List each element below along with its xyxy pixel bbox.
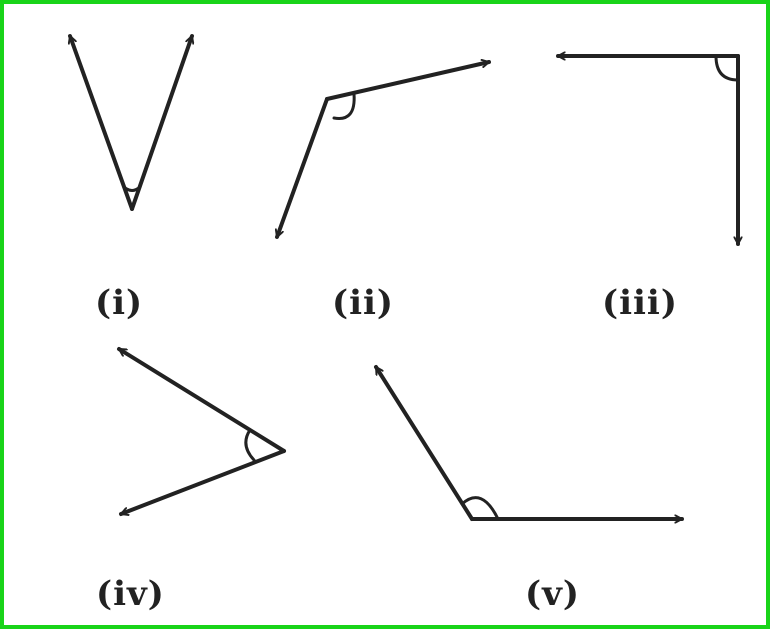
angle-i-ray-right (130, 34, 192, 211)
label-iii: (iii) (602, 283, 678, 323)
angle-iv-ray-down (119, 449, 286, 514)
angle-ii-ray-right (325, 62, 491, 101)
angle-iv-arc (244, 428, 256, 462)
angle-ii-ray-down (277, 97, 329, 239)
label-i: (i) (95, 283, 144, 323)
angle-iii (556, 54, 740, 246)
label-ii: (ii) (332, 283, 395, 323)
angle-i-arc (122, 185, 142, 192)
angles-figure (4, 34, 770, 633)
angle-ii (277, 62, 491, 239)
angle-iv (117, 347, 286, 514)
angle-iv-ray-up (117, 347, 286, 453)
angle-iii-arc (714, 54, 740, 82)
angle-i (70, 34, 192, 211)
angle-ii-arc (332, 92, 356, 120)
angle-i-ray-left (70, 34, 134, 211)
label-v: (v) (525, 574, 580, 614)
angle-v-ray-up (374, 365, 474, 521)
angle-v-arc (460, 496, 500, 521)
label-iv: (iv) (96, 574, 165, 614)
angle-v (374, 365, 684, 521)
